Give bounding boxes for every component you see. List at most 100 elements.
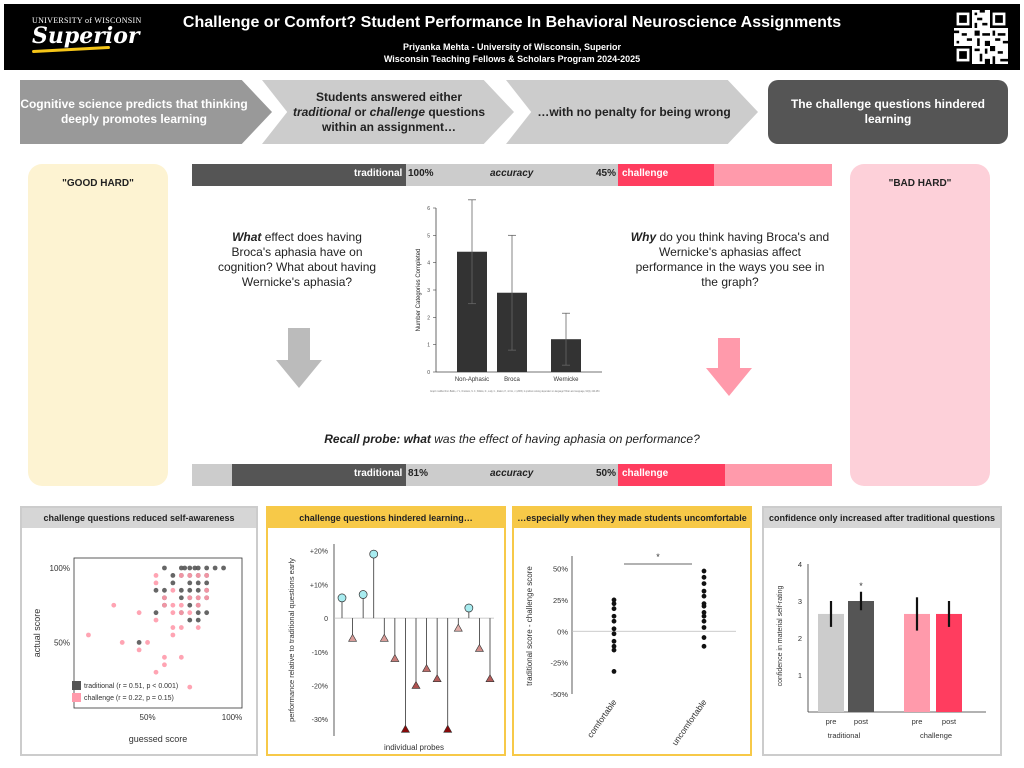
traditional-point (187, 580, 193, 586)
bottom-accuracy-label: accuracy (490, 468, 534, 479)
strip-point (701, 574, 707, 580)
traditional-point (195, 565, 201, 571)
significance-marker: * (859, 581, 863, 591)
plot-frame (73, 557, 243, 709)
traditional-point (212, 565, 218, 571)
top-traditional-label: traditional (354, 168, 403, 179)
traditional-point (178, 565, 184, 571)
traditional-point (204, 580, 210, 586)
self-awareness-panel: challenge questions reduced self-awarene… (20, 506, 258, 756)
logo-small-text: UNIVERSITY of WISCONSIN (32, 16, 142, 25)
lollipop-negative-head (443, 724, 453, 733)
y-tick-label: -50% (550, 690, 568, 699)
y-tick-label: 3 (798, 597, 802, 606)
traditional-point (192, 565, 198, 571)
challenge-point (178, 573, 184, 578)
bottom-challenge-label: challenge (622, 468, 669, 479)
uncomfortable-strip-chart: 50%25%0%-25%-50%traditional score - chal… (525, 552, 736, 747)
lollipop-positive-head (358, 590, 368, 599)
x-tick-label: pre (912, 717, 923, 726)
question-why: Why do you think having Broca's and Wern… (626, 230, 834, 290)
traditional-point (153, 587, 159, 593)
traditional-point (195, 580, 201, 586)
strip-point (701, 593, 707, 599)
traditional-point (187, 602, 193, 608)
challenge-point (178, 625, 184, 630)
confidence-bar (936, 613, 962, 712)
hindered-learning-lollipop: +20%+10%0-10%-20%-30%performance relativ… (287, 544, 495, 752)
y-tick-label: 0% (557, 627, 568, 636)
traditional-point (178, 587, 184, 593)
gray-down-arrow-icon (276, 328, 322, 388)
legend-swatch (72, 693, 81, 702)
strip-point (611, 643, 617, 649)
lollipop-negative-head (485, 674, 495, 683)
y-axis-title: performance relative to traditional ques… (287, 558, 296, 722)
y-tick-label: -30% (312, 717, 328, 724)
uncomfortable-title: …especially when they made students unco… (514, 508, 750, 528)
flow-step-2-part-c: or (350, 104, 370, 119)
strip-point (611, 626, 617, 632)
poster-title: Challenge or Comfort? Student Performanc… (182, 14, 842, 31)
top-traditional-fill (192, 164, 406, 186)
hindered-learning-title: challenge questions hindered learning… (268, 508, 504, 528)
traditional-point (136, 640, 142, 645)
lollipop-negative-head (474, 643, 484, 652)
strip-point (701, 613, 707, 619)
flow-step-2-challenge: challenge (369, 104, 426, 119)
strip-point (611, 613, 617, 619)
group-label: challenge (920, 731, 952, 740)
challenge-point (187, 610, 193, 616)
traditional-point (221, 565, 226, 571)
challenge-point (187, 684, 193, 690)
traditional-point (178, 595, 184, 601)
strip-point (701, 588, 707, 594)
top-challenge-fill (618, 164, 714, 186)
traditional-point (187, 565, 193, 571)
challenge-point (178, 654, 184, 660)
strip-point (611, 631, 617, 637)
y-axis-title: actual score (32, 609, 42, 658)
traditional-point (153, 610, 159, 616)
x-tick-label: uncomfortable (670, 697, 709, 747)
challenge-point (204, 595, 210, 601)
strip-point (611, 597, 617, 603)
bad-hard-label: "BAD HARD" (888, 178, 952, 189)
strip-point (611, 647, 617, 653)
strip-point (701, 635, 707, 640)
recall-rest: was the effect of having aphasia on perf… (430, 432, 700, 446)
top-challenge-label: challenge (622, 168, 669, 179)
flow-step-2: Students answered either traditional or … (262, 80, 514, 144)
university-logo: UNIVERSITY of WISCONSIN Superior (31, 16, 152, 60)
challenge-point (204, 573, 210, 578)
traditional-point (204, 610, 210, 616)
challenge-point (111, 602, 117, 608)
strip-point (611, 618, 617, 624)
x-tick-label: 50% (140, 713, 156, 722)
x-tick-label: Broca (504, 377, 520, 383)
flow-step-4-text: The challenge questions hindered learnin… (790, 97, 986, 126)
y-tick-label: 5 (427, 233, 430, 239)
top-challenge-remainder (714, 164, 832, 186)
confidence-title: confidence only increased after traditio… (764, 508, 1000, 528)
y-tick-label: 2 (427, 315, 430, 321)
challenge-point (153, 617, 159, 623)
top-traditional-value: 100% (408, 168, 434, 179)
good-hard-card: "GOOD HARD" (28, 164, 168, 486)
poster-program: Wisconsin Teaching Fellows & Scholars Pr… (383, 54, 641, 64)
legend-label: challenge (r = 0.22, p = 0.15) (84, 695, 174, 702)
y-tick-label: 0 (427, 370, 430, 376)
qr-code-icon[interactable] (954, 10, 1008, 64)
flow-step-2-text: Students answered either traditional or … (292, 90, 486, 135)
lollipop-negative-head (390, 653, 400, 662)
bottom-traditional-label: traditional (354, 468, 403, 479)
challenge-point (136, 647, 142, 653)
strip-point (701, 568, 707, 574)
challenge-point (178, 602, 184, 608)
x-axis-title: guessed score (129, 734, 188, 744)
strip-point (611, 606, 617, 612)
y-tick-label: 50% (54, 638, 70, 647)
y-tick-label: 0 (324, 616, 328, 623)
chart-footnote: Graph modified from Baldo, J. V., Dronke… (430, 389, 600, 393)
y-tick-label: -25% (550, 659, 568, 668)
